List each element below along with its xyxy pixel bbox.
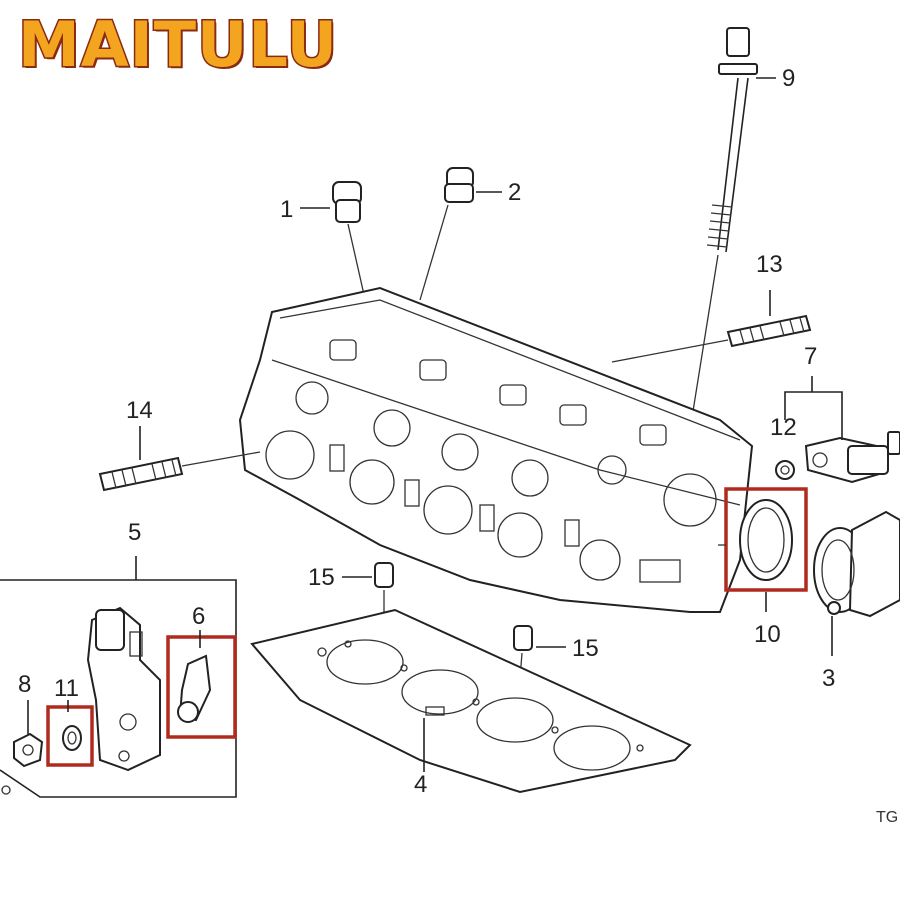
callout-8: 8 <box>18 671 31 698</box>
callout-3: 3 <box>822 665 835 692</box>
callout-12: 12 <box>770 414 797 441</box>
highlight-box-part-11 <box>46 705 94 767</box>
callout-15-upper: 15 <box>308 564 335 591</box>
spool-valve-body <box>86 606 161 772</box>
diagram-code: TG <box>876 809 898 826</box>
brand-logo: MAITULU <box>16 7 339 83</box>
highlight-box-part-6 <box>166 635 237 739</box>
callout-13: 13 <box>756 251 783 278</box>
callout-10: 10 <box>754 621 781 648</box>
callout-2: 2 <box>508 179 521 206</box>
part-12-washer <box>775 460 795 480</box>
part-14-stud <box>98 426 261 492</box>
callout-1: 1 <box>280 196 293 223</box>
highlight-box-part-10 <box>724 487 808 592</box>
part-6-filter <box>166 630 237 739</box>
part-3-housing <box>813 510 900 656</box>
callout-6: 6 <box>192 603 205 630</box>
part-9-head-bolt <box>706 27 776 253</box>
part-13-stud <box>611 290 812 363</box>
callout-14: 14 <box>126 397 153 424</box>
part-5-assembly-bracket <box>0 556 237 798</box>
cylinder-head <box>238 286 754 613</box>
callout-9: 9 <box>782 65 795 92</box>
callout-4: 4 <box>414 771 427 798</box>
callout-5: 5 <box>128 519 141 546</box>
part-8-bolt <box>13 700 44 768</box>
part-4-head-gasket <box>250 608 692 794</box>
callout-15-lower: 15 <box>572 635 599 662</box>
callout-11: 11 <box>54 675 79 702</box>
callout-7: 7 <box>804 343 817 370</box>
part-2-cap <box>419 167 502 301</box>
part-7-sensor <box>784 376 900 484</box>
part-11-gasket <box>46 700 94 767</box>
part-10-o-ring <box>718 487 808 612</box>
